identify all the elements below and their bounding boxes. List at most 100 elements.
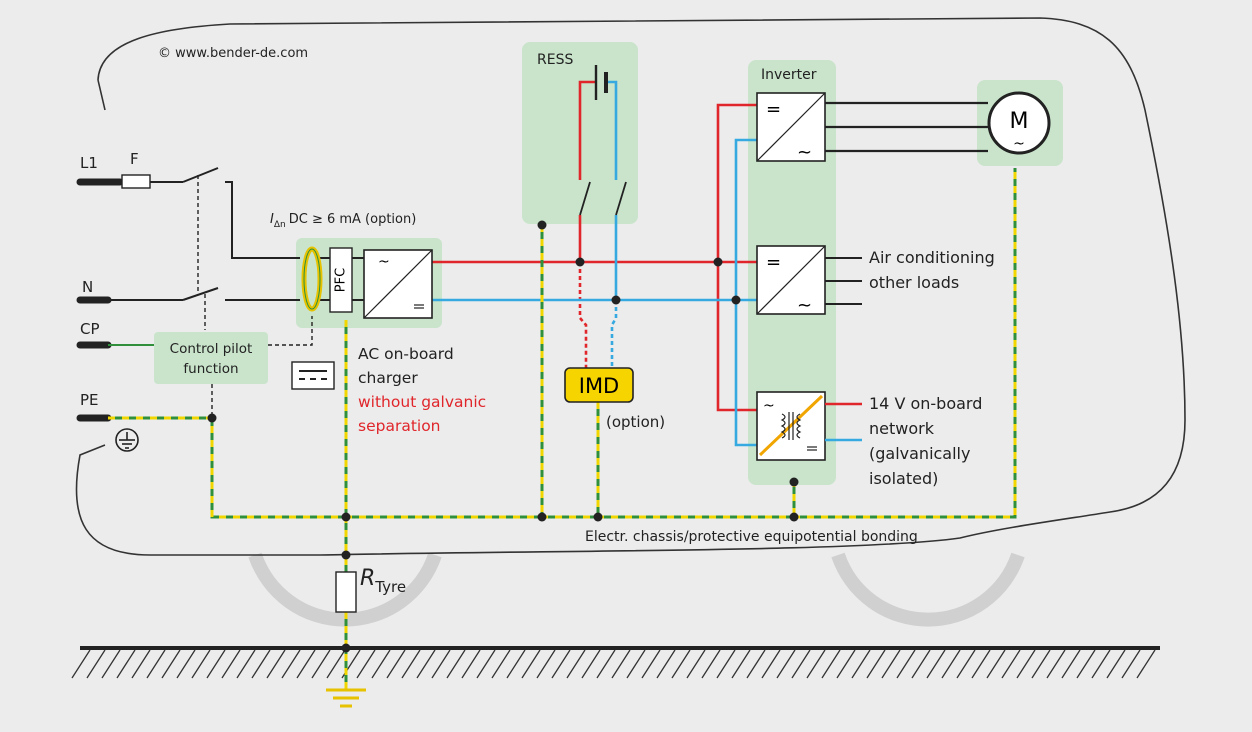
ground-hatch-line xyxy=(101,649,121,679)
ground-hatch-line xyxy=(431,649,451,679)
ground-hatch-line xyxy=(626,649,646,679)
ground-hatch-line xyxy=(296,649,316,679)
ground-hatch-line xyxy=(1046,649,1066,679)
ground-hatch-line xyxy=(131,649,151,679)
svg-text:=: = xyxy=(766,99,781,120)
ground-hatch-line xyxy=(491,649,511,679)
ground-hatch-line xyxy=(401,649,421,679)
ground-hatch-line xyxy=(206,649,226,679)
front-wheel xyxy=(831,552,1025,627)
ground-hatch-line xyxy=(146,649,166,679)
ground-hatch-line xyxy=(1076,649,1096,679)
ground-hatch-line xyxy=(251,649,271,679)
ground-hatch-line xyxy=(536,649,556,679)
ground-hatch-line xyxy=(851,649,871,679)
ground-hatch-line xyxy=(656,649,676,679)
charger-converter: ~ xyxy=(363,249,433,319)
ground-hatch-line xyxy=(386,649,406,679)
ground-hatch-line xyxy=(311,649,331,679)
svg-text:~: ~ xyxy=(1013,136,1025,152)
load-lines xyxy=(825,257,862,305)
ground-hatch-line xyxy=(716,649,736,679)
ground-hatch-line xyxy=(821,649,841,679)
ground-hatch-line xyxy=(161,649,181,679)
svg-text:~: ~ xyxy=(797,295,812,316)
ground-hatch-line xyxy=(596,649,616,679)
ground-hatch-line xyxy=(686,649,706,679)
imd-device: IMD xyxy=(564,367,634,403)
copyright-label: © www.bender-de.com xyxy=(158,46,308,61)
ground-hatch-line xyxy=(881,649,901,679)
inverter-converter: = ~ xyxy=(756,92,826,163)
ground-hatch-line xyxy=(1061,649,1081,679)
motor-icon: M ~ xyxy=(987,91,1051,155)
ground-hatch-line xyxy=(941,649,961,679)
svg-text:~: ~ xyxy=(763,398,775,414)
ground-hatch-line xyxy=(266,649,286,679)
terminal-n-label: N xyxy=(82,278,93,296)
ground-hatch-line xyxy=(731,649,751,679)
terminal-l1-label: L1 xyxy=(80,154,98,172)
motor-phase-lines xyxy=(825,101,988,153)
inverter-label: Inverter xyxy=(761,67,817,83)
ground-hatch-line xyxy=(836,649,856,679)
motor-label: M xyxy=(1010,109,1029,134)
ground-hatch-line xyxy=(911,649,931,679)
resistor-label: RTyre xyxy=(360,566,406,596)
ground-hatch-line xyxy=(281,649,301,679)
aux-converter: = ~ xyxy=(756,245,826,316)
ground xyxy=(71,646,1160,679)
dc-symbol-icon xyxy=(291,361,335,390)
ground-hatch-line xyxy=(221,649,241,679)
ground-hatch-line xyxy=(521,649,541,679)
ground-hatch-line xyxy=(1016,649,1036,679)
svg-text:=: = xyxy=(766,252,781,273)
dc-plus-wiring xyxy=(432,80,757,412)
dcdc-converter: ~ xyxy=(756,391,826,461)
ground-hatch-line xyxy=(896,649,916,679)
ground-hatch-line xyxy=(1001,649,1021,679)
junction-dots xyxy=(207,220,799,653)
charger-label: AC on-board charger without galvanic sep… xyxy=(358,345,491,435)
ground-hatch-line xyxy=(1121,649,1141,679)
network-label: 14 V on-board network (galvanically isol… xyxy=(869,394,987,488)
terminal-pe-label: PE xyxy=(80,391,99,409)
ground-hatch-line xyxy=(581,649,601,679)
ground-hatch-line xyxy=(326,649,346,679)
ground-hatch-line xyxy=(611,649,631,679)
dc-minus-wiring xyxy=(432,80,757,447)
fuse-label: F xyxy=(130,150,139,168)
ground-hatch-line xyxy=(416,649,436,679)
fuse xyxy=(121,174,151,189)
bonding-label: Electr. chassis/protective equipotential… xyxy=(585,529,918,545)
ress-switches xyxy=(579,181,627,216)
switch-linkage xyxy=(197,175,313,418)
ground-hatch-line xyxy=(791,649,811,679)
pfc-label: PFC xyxy=(334,268,349,292)
ground-hatch-line xyxy=(116,649,136,679)
ground-hatch-line xyxy=(236,649,256,679)
ground-hatch-line xyxy=(956,649,976,679)
terminal-cp-label: CP xyxy=(80,320,100,338)
ac-input-wiring xyxy=(76,167,364,422)
ground-hatch-line xyxy=(86,649,106,679)
ground-hatch-line xyxy=(671,649,691,679)
ground-hatch-line xyxy=(1136,649,1156,679)
ground-hatch-line xyxy=(971,649,991,679)
imd-option-label: (option) xyxy=(606,413,665,431)
imd-label: IMD xyxy=(579,374,619,398)
ground-hatch-line xyxy=(1091,649,1111,679)
svg-text:~: ~ xyxy=(378,254,390,270)
ground-hatch-line xyxy=(806,649,826,679)
ground-hatch-line xyxy=(641,649,661,679)
ground-hatch-line xyxy=(506,649,526,679)
ground-hatch-line xyxy=(461,649,481,679)
ground-hatch-line xyxy=(566,649,586,679)
ground-hatch-line xyxy=(1106,649,1126,679)
ground-hatch-line xyxy=(701,649,721,679)
ground-hatch-line xyxy=(476,649,496,679)
earth-ground-icon xyxy=(115,428,139,452)
